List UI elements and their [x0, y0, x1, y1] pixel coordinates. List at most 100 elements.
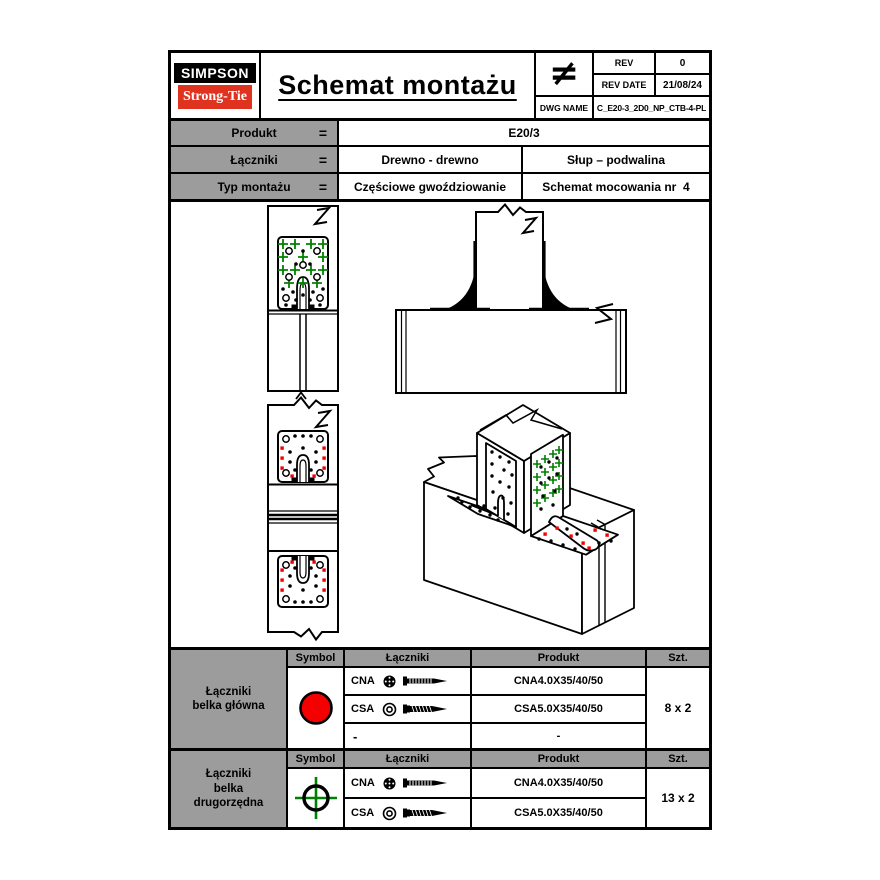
front-flange-red-markers-group — [543, 526, 609, 550]
sill-beam-outline — [395, 309, 627, 394]
laczniki-label-cell: Łączniki = — [171, 147, 337, 172]
dwg-name-value: C_E20-3_2D0_NP_CTB-4-PL — [594, 97, 709, 118]
lower-plate-dots-group — [288, 566, 318, 604]
upper-plate-red-markers-group — [280, 446, 326, 478]
product-value: CNA4.0X35/40/50 — [472, 668, 645, 694]
group-label-main-beam: Łączniki belka główna — [171, 650, 286, 748]
symbol-cell-crosshair — [288, 769, 343, 827]
fastener-table-secondary-beam: Łączniki belka drugorzędna Symbol Łączni… — [171, 751, 709, 827]
column-header-symbol: Symbol — [288, 751, 343, 767]
group-label-secondary-beam: Łączniki belka drugorzędna — [171, 751, 286, 827]
plate-rib — [497, 494, 505, 520]
laczniki-value-left: Drewno - drewno — [339, 147, 521, 172]
break-mark — [312, 206, 332, 226]
fastener-code: CSA — [351, 807, 375, 819]
center-caret-mark — [295, 391, 307, 400]
plate-rib — [296, 556, 310, 584]
fastener-row: CNA — [345, 668, 470, 694]
assembly-drawing — [267, 202, 635, 642]
left-bracket-profile — [444, 262, 476, 310]
product-value-empty: - — [472, 724, 645, 748]
break-mark — [520, 216, 539, 235]
column-header-symbol: Symbol — [288, 650, 343, 666]
screw-side-icon — [403, 704, 447, 714]
ring-nail-head-icon — [383, 675, 396, 687]
back-flange-dots-group — [456, 496, 500, 522]
column-header-produkt: Produkt — [472, 650, 645, 666]
title-cell: Schemat montażu — [261, 53, 534, 118]
produkt-label: Produkt — [231, 126, 277, 140]
dwg-name-label: DWG NAME — [536, 97, 592, 118]
typ-montazu-value-left: Częściowe gwoździowanie — [339, 174, 521, 199]
break-mark — [479, 408, 563, 431]
info-row-produkt: Produkt = E20/3 — [171, 121, 709, 145]
fastener-code: CNA — [351, 777, 375, 789]
laczniki-label: Łączniki — [230, 152, 278, 167]
info-row-laczniki: Łączniki = Drewno - drewno Słup – podwal… — [171, 147, 709, 172]
ring-nail-side-icon — [403, 778, 447, 788]
quantity-value: 13 x 2 — [647, 769, 709, 827]
back-plate-dots-group — [490, 450, 514, 516]
fastener-row-empty: - — [345, 724, 470, 748]
nail-dots-group — [281, 249, 325, 307]
lower-plate-red-markers-group — [280, 560, 326, 592]
green-cross-markers-group — [278, 239, 328, 288]
screw-head-icon — [382, 806, 397, 820]
symbol-cell-red-dot — [288, 668, 343, 748]
product-value: CNA4.0X35/40/50 — [472, 769, 645, 797]
quantity-value: 8 x 2 — [647, 668, 709, 748]
equals-mark: = — [318, 178, 327, 195]
screw-side-icon — [403, 808, 447, 818]
front-view-secondary-diagram — [267, 205, 339, 400]
plate-holes-group — [282, 247, 324, 302]
page-title: Schemat montażu — [278, 70, 517, 100]
rev-value: 0 — [656, 53, 709, 73]
fastener-row: CSA — [345, 696, 470, 722]
fastener-table-main-beam: Łączniki belka główna Symbol Łączniki Pr… — [171, 650, 709, 748]
ring-nail-head-icon — [383, 777, 396, 789]
product-value: CSA5.0X35/40/50 — [472, 799, 645, 827]
column-header-produkt: Produkt — [472, 751, 645, 767]
typ-montazu-value-right: Schemat mocowania nr 4 — [523, 174, 709, 199]
logo-simpson-text: SIMPSON — [173, 62, 257, 83]
info-row-typ-montazu: Typ montażu = Częściowe gwoździowanie Sc… — [171, 174, 709, 199]
plate-rib — [296, 454, 310, 482]
fastener-row: CNA — [345, 769, 470, 797]
typ-montazu-label: Typ montażu — [217, 179, 291, 194]
typ-montazu-label-cell: Typ montażu = — [171, 174, 337, 199]
revision-block: ≠ REV 0 REV DATE 21/08/24 DWG NAME C_E20… — [536, 53, 709, 118]
green-crosshair-symbol-icon — [294, 777, 337, 819]
break-mark — [313, 409, 333, 429]
equals-mark: = — [318, 151, 327, 168]
side-view-diagram — [395, 202, 627, 394]
header-band: SIMPSON Strong-Tie Schemat montażu ≠ REV… — [171, 53, 709, 118]
drawing-area — [171, 202, 709, 647]
bracket-rib — [547, 515, 600, 552]
upper-plate-dots-group — [288, 434, 318, 472]
front-flange-dots-group — [537, 527, 613, 551]
fastener-code: CSA — [351, 703, 375, 715]
not-equal-symbol: ≠ — [536, 53, 592, 95]
logo-strongtie-text: Strong-Tie — [177, 84, 253, 109]
ring-nail-side-icon — [403, 676, 447, 686]
red-dot-symbol-icon — [298, 691, 333, 725]
post-outline — [475, 202, 544, 311]
screw-head-icon — [382, 702, 397, 716]
equals-mark: = — [318, 125, 327, 141]
front-view-main-diagram — [267, 395, 339, 642]
product-info-table: Produkt = E20/3 Łączniki = Drewno - drew… — [171, 121, 709, 199]
simpson-strongtie-logo: SIMPSON Strong-Tie — [171, 53, 259, 118]
rev-date-value: 21/08/24 — [656, 75, 709, 95]
front-plate-green-markers-group — [533, 446, 563, 507]
column-header-laczniki: Łączniki — [345, 650, 470, 666]
column-header-szt: Szt. — [647, 650, 709, 666]
product-value: CSA5.0X35/40/50 — [472, 696, 645, 722]
break-mark — [594, 303, 614, 324]
fastener-row: CSA — [345, 799, 470, 827]
rev-date-label: REV DATE — [594, 75, 654, 95]
column-header-szt: Szt. — [647, 751, 709, 767]
drawing-frame: SIMPSON Strong-Tie Schemat montażu ≠ REV… — [168, 50, 712, 830]
right-bracket-profile — [543, 262, 575, 310]
rev-label: REV — [594, 53, 654, 73]
produkt-label-cell: Produkt = — [171, 121, 337, 145]
